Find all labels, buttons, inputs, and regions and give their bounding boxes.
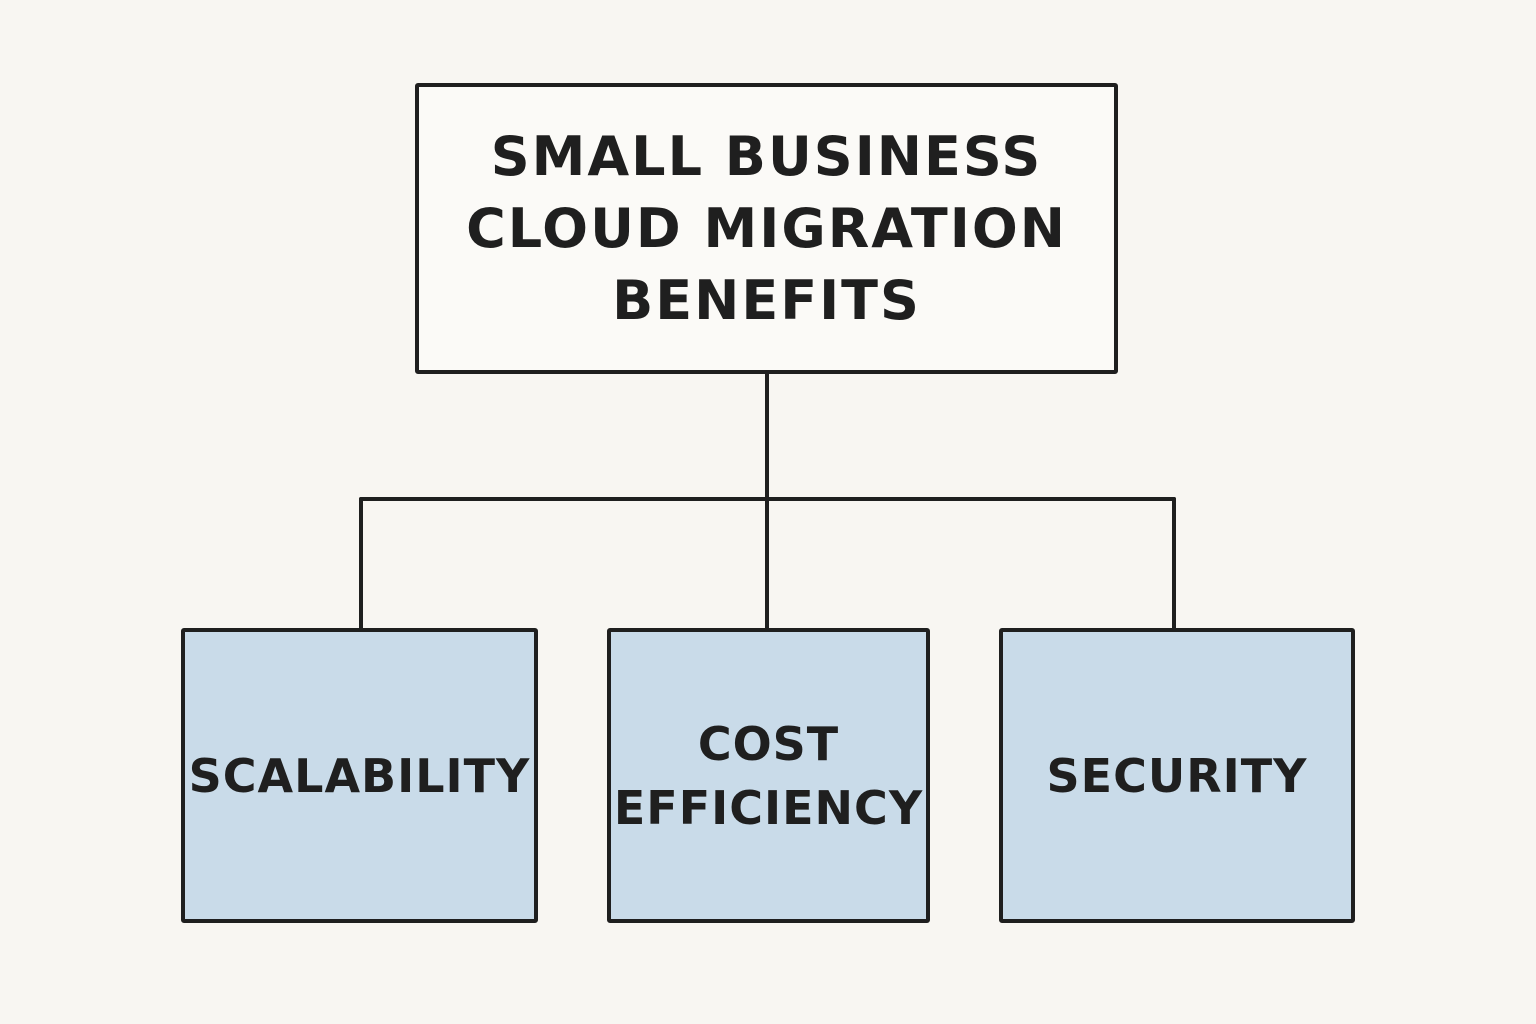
root-title-line-3: BENEFITS <box>612 268 921 332</box>
child-box-cost-efficiency: COST EFFICIENCY <box>607 628 930 923</box>
child-label-security: SECURITY <box>1046 748 1308 803</box>
child-label-scalability: SCALABILITY <box>188 748 531 803</box>
child-label-efficiency: EFFICIENCY <box>613 780 924 835</box>
root-title-line-2: CLOUD MIGRATION <box>466 196 1067 260</box>
child-box-scalability: SCALABILITY <box>181 628 538 923</box>
child-box-security: SECURITY <box>999 628 1355 923</box>
root-box: SMALL BUSINESS CLOUD MIGRATION BENEFITS <box>415 83 1118 374</box>
root-title-line-1: SMALL BUSINESS <box>490 124 1043 188</box>
child-label-cost: COST <box>697 716 840 771</box>
